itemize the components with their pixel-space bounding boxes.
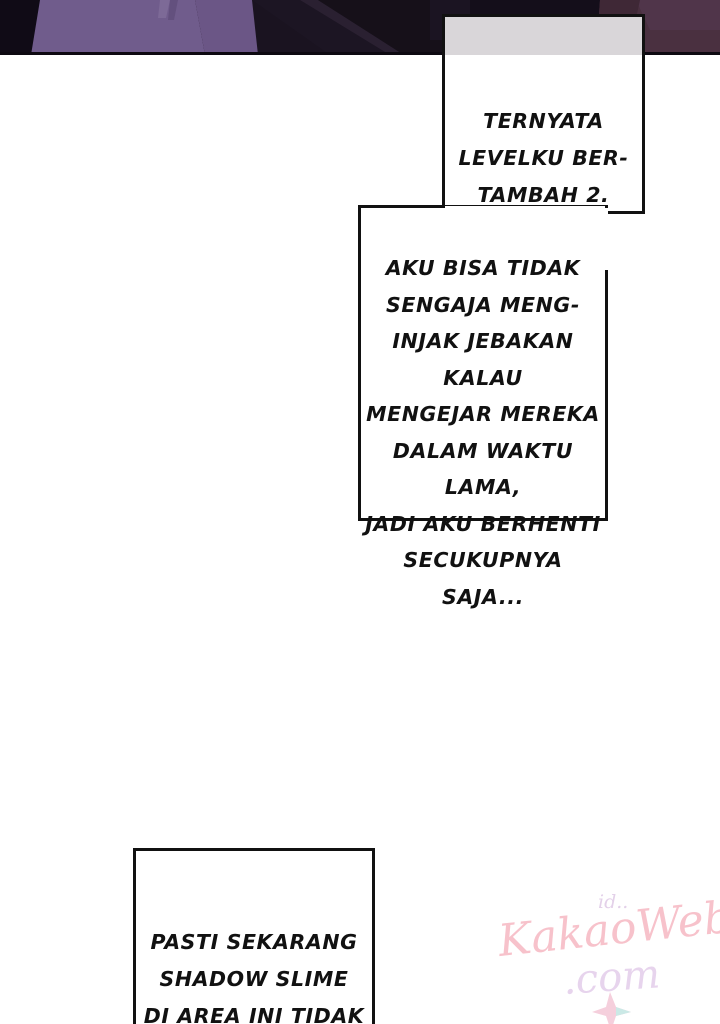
watermark-prefix: id..: [598, 891, 628, 913]
speech-bubble-level-up-text: TERNYATA LEVELKU BER- TAMBAH 2.: [458, 109, 629, 207]
speech-bubble-trap-reasoning: AKU BISA TIDAK SENGAJA MENG- INJAK JEBAK…: [358, 205, 608, 609]
speech-bubble-shadow-slime: PASTI SEKARANG SHADOW SLIME DI AREA INI …: [133, 848, 375, 1024]
star-icon: [592, 992, 631, 1024]
watermark-brand: KakaoWebtoon: [495, 884, 720, 967]
speech-bubble-trap-reasoning-text: AKU BISA TIDAK SENGAJA MENG- INJAK JEBAK…: [365, 256, 601, 609]
watermark-artwork: id.. KakaoWebtoon .com: [495, 884, 720, 1024]
bubble-top-shade: [445, 17, 642, 55]
watermark-suffix: .com: [561, 951, 661, 1004]
kakaowebtoon-watermark: id.. KakaoWebtoon .com: [492, 884, 720, 1024]
bubble-merge-patch-right: [600, 208, 608, 270]
bubble-merge-patch-top: [445, 206, 605, 218]
speech-bubble-level-up: TERNYATA LEVELKU BER- TAMBAH 2.: [442, 14, 645, 214]
speech-bubble-shadow-slime-text: PASTI SEKARANG SHADOW SLIME DI AREA INI …: [143, 930, 365, 1024]
